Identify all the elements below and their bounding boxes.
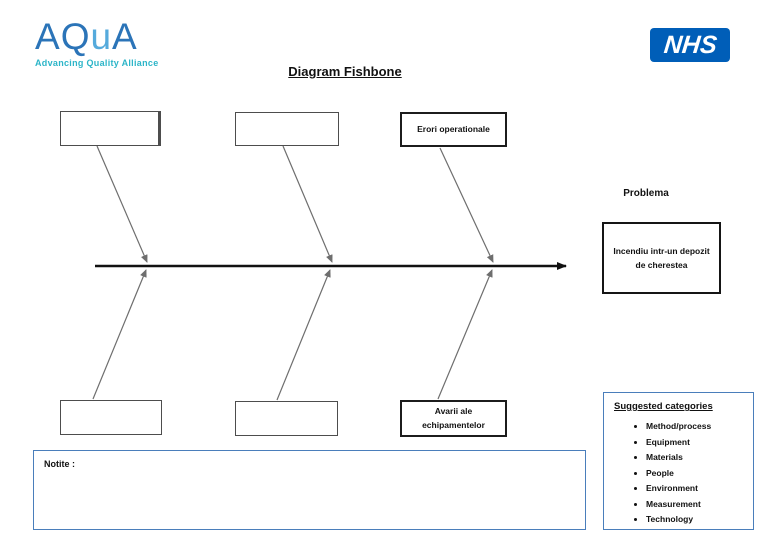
aqua-letter: A [35,16,61,57]
notes-label: Notite : [44,459,75,469]
suggested-category-item: Equipment [646,435,745,451]
suggested-category-item: People [646,466,745,482]
nhs-logo: NHS [650,28,730,62]
page-title: Diagram Fishbone [288,64,402,79]
cause-arrow-bottom-3 [437,269,493,400]
cause-box-top-3: Erori operationale [400,112,507,147]
cause-box-top-1 [60,111,161,146]
problem-box: Incendiu intr-un depozit de cherestea [602,222,721,294]
suggested-category-item: Method/process [646,419,745,435]
suggested-category-item: Technology [646,512,745,528]
suggested-category-item: Materials [646,450,745,466]
notes-box: Notite : [33,450,586,530]
aqua-logo: AQuA Advancing Quality Alliance [35,18,159,68]
aqua-logo-wordmark: AQuA [35,18,159,55]
cause-box-bottom-2 [235,401,338,436]
nhs-logo-text: NHS [662,30,718,59]
cause-arrow-bottom-2 [276,269,331,401]
cause-box-bottom-3: Avarii ale echipamentelor [400,400,507,437]
aqua-logo-tagline: Advancing Quality Alliance [35,58,159,68]
cause-arrow-bottom-1 [92,269,147,400]
suggested-category-item: Measurement [646,497,745,513]
cause-arrow-top-3 [439,147,494,263]
cause-arrow-top-1 [96,145,148,263]
cause-arrow-top-2 [282,145,333,263]
problem-label: Problema [623,188,669,199]
cause-box-bottom-1 [60,400,162,435]
cause-box-top-2 [235,112,339,146]
suggested-categories-box: Suggested categories Method/process Equi… [603,392,754,530]
aqua-letter: u [90,16,113,57]
aqua-letter: Q [60,16,91,57]
suggested-categories-list: Method/process Equipment Materials Peopl… [614,419,745,528]
aqua-letter: A [112,16,138,57]
suggested-categories-title: Suggested categories [614,401,713,412]
suggested-category-item: Environment [646,481,745,497]
